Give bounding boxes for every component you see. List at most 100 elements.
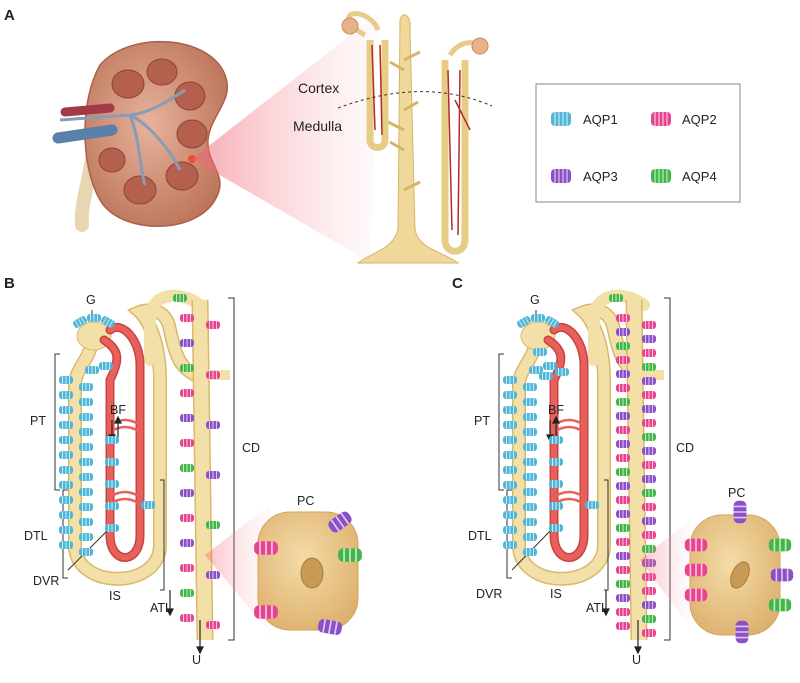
kidney-illustration [52, 40, 229, 232]
aqp1-channel-icon [529, 366, 543, 374]
aqp1-channel-icon [59, 511, 73, 519]
aquaporin-legend: AQP1 AQP2 AQP3 AQP4 [535, 83, 741, 203]
aqp2-channel-icon [206, 371, 220, 379]
aqp1-channel-icon [59, 466, 73, 474]
aqp4-channel-icon [180, 589, 194, 597]
label-descending-vasa-recta: DVR [476, 587, 502, 601]
label-glomerulus: G [86, 293, 96, 307]
aqp3-channel-icon [642, 405, 656, 413]
aqp1-channel-icon [523, 518, 537, 526]
aqp4-channel-icon [642, 433, 656, 441]
aqp1-channel-icon [523, 503, 537, 511]
aqp1-channel-icon [503, 466, 517, 474]
aqp2-channel-icon [206, 621, 220, 629]
aqp1-channel-icon [503, 421, 517, 429]
legend-label-aqp3: AQP3 [583, 169, 618, 184]
aqp1-channel-icon [85, 366, 99, 374]
aqp4-channel-icon [642, 615, 656, 623]
aqp2-channel-icon [254, 605, 278, 619]
aqp1-channel-icon [59, 481, 73, 489]
aqp2-channel-icon [642, 419, 656, 427]
aqp1-channel-icon [79, 503, 93, 511]
aqp4-channel-icon [651, 169, 671, 183]
panel-letter-a: A [4, 7, 15, 24]
panel-letter-b: B [4, 275, 15, 292]
aqp3-channel-icon [642, 475, 656, 483]
aqp4-channel-icon [616, 524, 630, 532]
aqp2-channel-icon [616, 454, 630, 462]
aqp3-channel-icon [206, 571, 220, 579]
aqp4-channel-icon [338, 548, 362, 562]
aqp1-channel-icon [79, 443, 93, 451]
legend-item-aqp1: AQP1 [551, 112, 618, 127]
aqp1-channel-icon [503, 511, 517, 519]
aqp2-channel-icon [180, 614, 194, 622]
label-descending-vasa-recta: DVR [33, 574, 59, 588]
aqp1-channel-icon [523, 443, 537, 451]
aqp2-channel-icon [180, 389, 194, 397]
aqp1-channel-icon [503, 406, 517, 414]
aqp3-channel-icon [206, 471, 220, 479]
aqp1-channel-icon [503, 376, 517, 384]
label-blood-flow: BF [110, 403, 126, 417]
aqp2-channel-icon [642, 503, 656, 511]
aqp1-channel-icon [59, 421, 73, 429]
aqp2-channel-icon [616, 622, 630, 630]
aqp1-channel-icon [517, 316, 531, 328]
aqp3-channel-icon [770, 568, 794, 582]
aqp4-channel-icon [768, 538, 792, 552]
aqp2-channel-icon [642, 391, 656, 399]
aqp2-channel-icon [684, 588, 708, 602]
principal-cell-zoom-c [640, 500, 794, 644]
aqp4-channel-icon [206, 521, 220, 529]
aqp3-channel-icon [180, 489, 194, 497]
medulla-label: Medulla [293, 118, 342, 134]
aqp1-channel-icon [545, 316, 559, 328]
legend-item-aqp4: AQP4 [651, 169, 717, 184]
aqp3-channel-icon [328, 511, 352, 533]
label-collecting-duct: CD [676, 441, 694, 455]
aqp2-channel-icon [684, 538, 708, 552]
aqp3-channel-icon [317, 619, 343, 635]
label-urine: U [632, 653, 641, 667]
aqp1-channel-icon [79, 413, 93, 421]
aqp1-channel-icon [523, 533, 537, 541]
aqp1-channel-icon [523, 473, 537, 481]
aqp2-channel-icon [180, 314, 194, 322]
aqp1-channel-icon [531, 314, 545, 322]
aqp3-channel-icon [616, 440, 630, 448]
aqp3-channel-icon [180, 339, 194, 347]
aqp1-channel-icon [555, 368, 569, 376]
vasa-recta [543, 323, 589, 562]
aqp3-channel-icon [180, 414, 194, 422]
aqp1-channel-icon [79, 473, 93, 481]
label-ascending-thin-limb: ATL [150, 601, 172, 615]
label-collecting-duct: CD [242, 441, 260, 455]
label-descending-thin-limb: DTL [24, 529, 48, 543]
aqp3-channel-icon [180, 539, 194, 547]
label-ascending-thin-limb: ATL [586, 601, 608, 615]
aqp2-channel-icon [616, 566, 630, 574]
aqp2-channel-icon [642, 461, 656, 469]
legend-label-aqp4: AQP4 [682, 169, 717, 184]
aqp1-channel-icon [523, 413, 537, 421]
aqp3-channel-icon [206, 421, 220, 429]
label-glomerulus: G [530, 293, 540, 307]
aqp1-channel-icon [59, 391, 73, 399]
nephron-panel-b: G PT BF DTL DVR IS ATL CD U PC [24, 289, 362, 667]
aqp3-channel-icon [642, 377, 656, 385]
aqp1-channel-icon [79, 428, 93, 436]
panel-letter-c: C [452, 275, 463, 292]
label-proximal-tubule: PT [30, 414, 46, 428]
aqp3-channel-icon [735, 620, 749, 644]
aqp1-channel-icon [59, 436, 73, 444]
aqp1-channel-icon [105, 524, 119, 532]
aqp1-channel-icon [79, 533, 93, 541]
aqp2-channel-icon [616, 314, 630, 322]
aqp1-channel-icon [59, 406, 73, 414]
aqp1-channel-icon [523, 488, 537, 496]
aqp2-channel-icon [642, 629, 656, 637]
aqp2-channel-icon [616, 608, 630, 616]
aqp3-channel-icon [616, 412, 630, 420]
label-proximal-tubule: PT [474, 414, 490, 428]
